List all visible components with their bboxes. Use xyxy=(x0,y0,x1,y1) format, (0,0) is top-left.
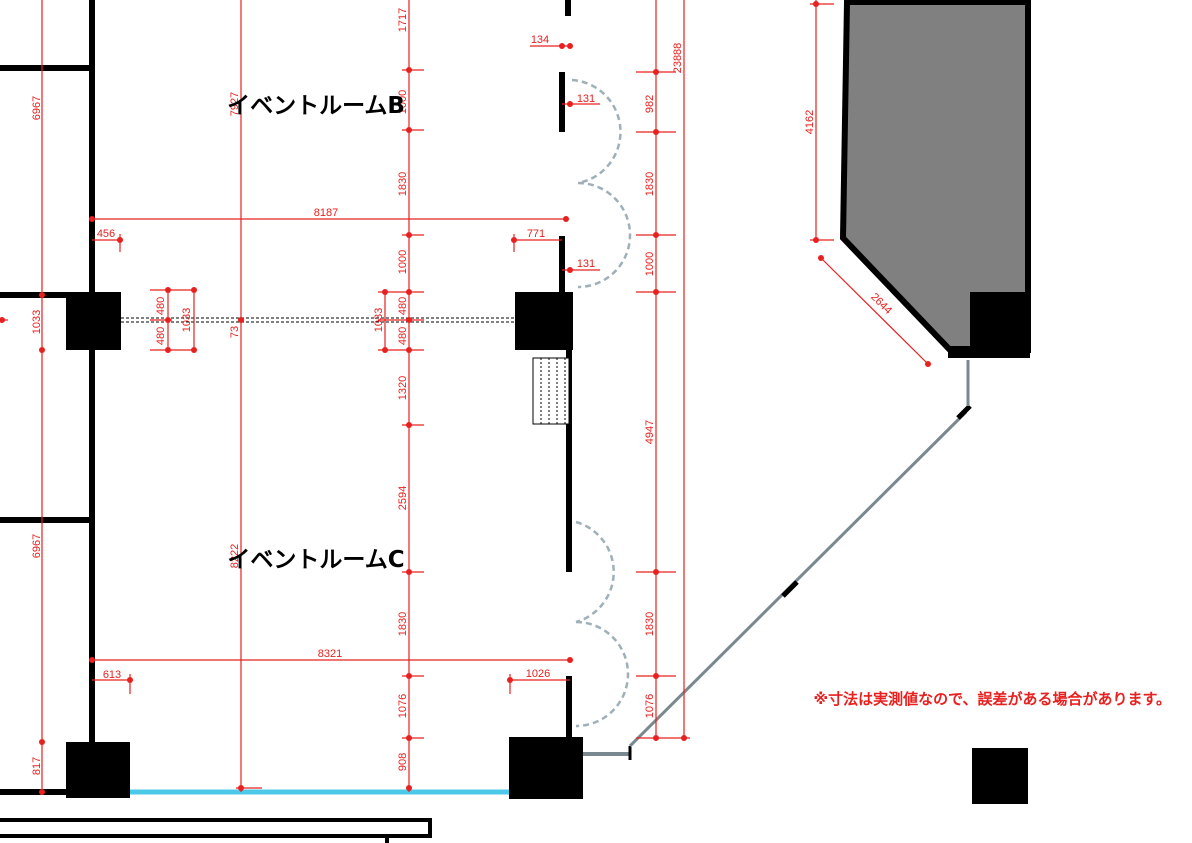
dim-1033-left: 1033 xyxy=(31,310,43,334)
column-west-bottom xyxy=(66,742,130,798)
column-west-mid xyxy=(66,292,121,350)
dim-23888: 23888 xyxy=(672,43,684,74)
dim-1000-mid: 1000 xyxy=(397,250,409,274)
dim-480-c: 480 xyxy=(155,297,167,315)
dim-6967-upper: 6967 xyxy=(31,96,43,120)
dim-131-upper: 131 xyxy=(577,93,595,105)
dim-8222: 8222 xyxy=(229,544,241,568)
dim-1000-right: 1000 xyxy=(644,252,656,276)
movable-partition xyxy=(121,317,515,323)
dim-1000-top: 1000 xyxy=(397,90,409,114)
column-east-mid xyxy=(515,292,573,350)
dim-73: 73 xyxy=(229,326,241,338)
dim-1830-c: 1830 xyxy=(397,612,409,636)
dim-908: 908 xyxy=(397,753,409,771)
columns xyxy=(66,292,1028,804)
dim-456: 456 xyxy=(97,228,115,240)
dim-982: 982 xyxy=(644,95,656,113)
dim-1320: 1320 xyxy=(397,376,409,400)
dim-1830-right-c: 1830 xyxy=(644,612,656,636)
dim-8187: 8187 xyxy=(314,207,338,219)
door-swings xyxy=(571,78,632,728)
dim-1076-a: 1076 xyxy=(397,694,409,718)
dim-480-b: 480 xyxy=(397,327,409,345)
diagonal-partition xyxy=(583,360,972,760)
dim-4162: 4162 xyxy=(804,110,816,134)
dim-6967-lower: 6967 xyxy=(31,534,43,558)
dim-8321: 8321 xyxy=(318,648,342,660)
dim-1830-right-b: 1830 xyxy=(644,172,656,196)
walls xyxy=(0,0,572,795)
dim-480-a: 480 xyxy=(397,297,409,315)
dim-2594: 2594 xyxy=(397,486,409,510)
dimension-labels: 6967 6967 1033 817 7927 73 8222 1717 100… xyxy=(31,8,894,775)
dim-7927: 7927 xyxy=(229,92,241,116)
dim-817: 817 xyxy=(31,757,43,775)
dim-1717: 1717 xyxy=(397,8,409,32)
dim-131-lower: 131 xyxy=(577,258,595,270)
dim-4947: 4947 xyxy=(644,420,656,444)
dim-771: 771 xyxy=(527,228,545,240)
room-label-b: イベントルームB xyxy=(227,93,405,119)
dim-2644: 2644 xyxy=(868,291,894,317)
corridor-outline xyxy=(0,818,432,843)
measurement-note: ※寸法は実測値なので、誤差がある場合があります。 xyxy=(814,690,1172,708)
dim-134: 134 xyxy=(531,34,549,46)
column-far-east xyxy=(972,748,1028,804)
dim-1076-right: 1076 xyxy=(644,694,656,718)
column-east-bottom xyxy=(509,737,583,799)
room-label-c: イベントルームC xyxy=(227,547,404,573)
dimension-lines xyxy=(0,0,931,795)
dim-1026: 1026 xyxy=(526,668,550,680)
storage-hatch xyxy=(532,357,570,425)
dim-1033-col: 1033 xyxy=(181,308,193,332)
dim-1830-b: 1830 xyxy=(397,172,409,196)
dim-1033-mid: 1033 xyxy=(373,308,385,332)
stage-area xyxy=(839,0,1031,358)
dim-480-d: 480 xyxy=(155,327,167,345)
dim-613: 613 xyxy=(103,669,121,681)
